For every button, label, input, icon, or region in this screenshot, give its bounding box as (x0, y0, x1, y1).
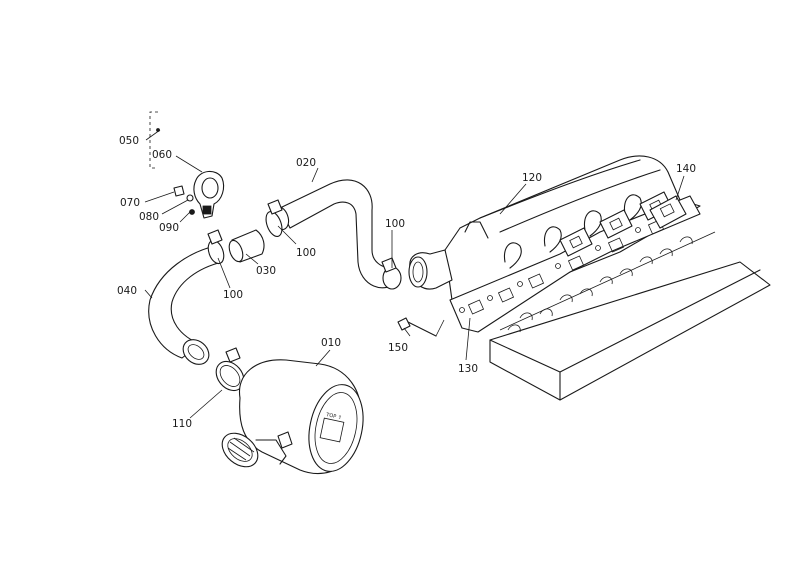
intake-hose-020 (270, 179, 401, 289)
label-030: 030 (256, 265, 276, 277)
label-110: 110 (172, 418, 192, 430)
label-100-c: 100 (223, 289, 243, 301)
label-090: 090 (159, 222, 179, 234)
label-100-a: 100 (296, 247, 316, 259)
intake-hose-040 (148, 245, 223, 365)
engine-block (489, 231, 771, 401)
part-labels: 050 060 070 080 090 020 100 100 030 100 … (117, 135, 696, 430)
bracket-060 (193, 170, 225, 219)
port-gaskets-140 (559, 191, 687, 257)
bolts-070-080-090 (173, 185, 195, 215)
label-140: 140 (676, 163, 696, 175)
label-080: 080 (139, 211, 159, 223)
label-070: 070 (120, 197, 140, 209)
leader-lines (144, 129, 685, 419)
label-010: 010 (321, 337, 341, 349)
air-cleaner-010: TOP ⇧ (221, 359, 364, 474)
label-060: 060 (152, 149, 172, 161)
label-100-b: 100 (385, 218, 405, 230)
label-020: 020 (296, 157, 316, 169)
label-130: 130 (458, 363, 478, 375)
label-050: 050 (119, 135, 139, 147)
cleaner-marking: TOP ⇧ (325, 412, 343, 421)
bolt-150 (397, 317, 445, 337)
pipe-joint-030 (228, 229, 265, 263)
port-hooks (507, 236, 693, 333)
label-120: 120 (522, 172, 542, 184)
label-040: 040 (117, 285, 137, 297)
label-150: 150 (388, 342, 408, 354)
